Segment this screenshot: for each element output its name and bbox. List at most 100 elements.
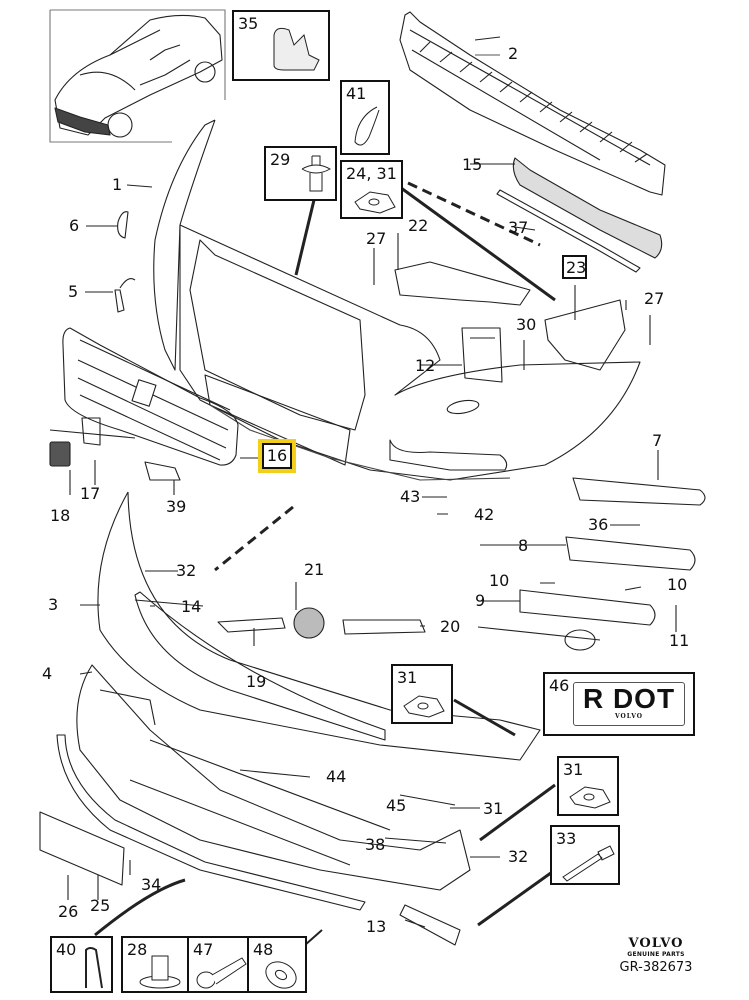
- clip-icon: [273, 27, 320, 71]
- callout-13[interactable]: 13: [366, 917, 387, 936]
- part-14-trim: [134, 591, 386, 741]
- callout-38[interactable]: 38: [365, 835, 386, 854]
- plastic-nut-icon: [139, 955, 181, 989]
- callout-32-upper[interactable]: 32: [176, 561, 197, 580]
- detail-box-24-31-label: 24, 31: [346, 164, 397, 183]
- callout-8[interactable]: 8: [518, 536, 529, 555]
- callout-30[interactable]: 30: [516, 315, 537, 334]
- detail-box-23[interactable]: 23: [562, 255, 587, 279]
- callout-5[interactable]: 5: [68, 282, 79, 301]
- part-21-emblem: [293, 607, 325, 639]
- part-6-washer-cover: [117, 211, 129, 239]
- callout-12[interactable]: 12: [415, 356, 436, 375]
- callout-9[interactable]: 9: [475, 591, 486, 610]
- part-25-plate-holder: [39, 811, 125, 886]
- rdot-sticker: R DOT VOLVO: [573, 682, 685, 726]
- part-2-absorber: [399, 11, 666, 196]
- detail-box-29-label: 29: [270, 150, 291, 169]
- detail-box-28[interactable]: 28: [121, 936, 189, 993]
- callout-4[interactable]: 4: [42, 664, 53, 683]
- detail-box-33-label: 33: [556, 829, 577, 848]
- part-39-clip: [144, 461, 181, 481]
- callout-16-highlighted[interactable]: 16: [258, 439, 296, 473]
- detail-box-40[interactable]: 40: [50, 936, 113, 993]
- callout-18[interactable]: 18: [50, 506, 71, 525]
- detail-box-47[interactable]: 47: [187, 936, 249, 993]
- part-7-side-grille: [572, 477, 706, 506]
- part-5-bracket: [114, 278, 136, 313]
- callout-21[interactable]: 21: [304, 560, 325, 579]
- detail-box-46-rdot-label[interactable]: 46 R DOT VOLVO: [543, 672, 695, 736]
- part-18-emblem: [49, 441, 71, 467]
- staple-clip-icon: [85, 947, 103, 989]
- callout-10-left[interactable]: 10: [489, 571, 510, 590]
- speed-nut-icon: [354, 191, 396, 214]
- callout-39[interactable]: 39: [166, 497, 187, 516]
- cable-tie-icon: [354, 106, 380, 146]
- part-19-trim: [217, 617, 286, 633]
- detail-box-35-label: 35: [238, 14, 259, 33]
- part-9-side-grille: [477, 589, 656, 641]
- part-16-grille: [62, 327, 239, 466]
- detail-box-48-label: 48: [253, 940, 274, 959]
- detail-box-31-mid[interactable]: 31: [391, 664, 453, 724]
- callout-45[interactable]: 45: [386, 796, 407, 815]
- callout-17[interactable]: 17: [80, 484, 101, 503]
- detail-box-24-31[interactable]: 24, 31: [340, 160, 403, 219]
- callout-7[interactable]: 7: [652, 431, 663, 450]
- detail-box-41[interactable]: 41: [340, 80, 390, 155]
- callout-37[interactable]: 37: [508, 218, 529, 237]
- callout-44[interactable]: 44: [326, 767, 347, 786]
- callout-27-right[interactable]: 27: [644, 289, 665, 308]
- detail-box-31-low[interactable]: 31: [557, 756, 619, 816]
- callout-15[interactable]: 15: [462, 155, 483, 174]
- part-22-bracket: [394, 261, 531, 306]
- callout-27-left[interactable]: 27: [366, 229, 387, 248]
- callout-32-lower[interactable]: 32: [508, 847, 529, 866]
- part-13-deflector: [399, 904, 461, 946]
- part-3-spoiler: [97, 491, 541, 761]
- rdot-text: R DOT: [582, 683, 676, 714]
- callout-20[interactable]: 20: [440, 617, 461, 636]
- detail-box-40-label: 40: [56, 940, 77, 959]
- detail-box-41-label: 41: [346, 84, 367, 103]
- detail-box-23-label: 23: [566, 258, 587, 277]
- detail-box-48[interactable]: 48: [247, 936, 307, 993]
- callout-6[interactable]: 6: [69, 216, 80, 235]
- blind-rivet-icon: [562, 845, 615, 882]
- callout-10-right[interactable]: 10: [667, 575, 688, 594]
- callout-1[interactable]: 1: [112, 175, 123, 194]
- detail-box-33[interactable]: 33: [550, 825, 620, 885]
- callout-19[interactable]: 19: [246, 672, 267, 691]
- callout-3[interactable]: 3: [48, 595, 59, 614]
- part-9-fog-ring: [564, 629, 596, 651]
- speed-nut-icon: [569, 786, 611, 809]
- callout-26[interactable]: 26: [58, 902, 79, 921]
- part-1-bumper-cover: [153, 119, 641, 481]
- callout-36[interactable]: 36: [588, 515, 609, 534]
- callout-22[interactable]: 22: [408, 216, 429, 235]
- callout-42[interactable]: 42: [474, 505, 495, 524]
- callout-34[interactable]: 34: [141, 875, 162, 894]
- callout-43[interactable]: 43: [400, 487, 421, 506]
- callout-31-part[interactable]: 31: [483, 799, 504, 818]
- genuine-parts-text: GENUINE PARTS: [627, 951, 685, 958]
- part-23-bracket: [544, 299, 626, 371]
- screw-icon: [196, 957, 247, 989]
- detail-box-31-low-label: 31: [563, 760, 584, 779]
- detail-box-31-mid-label: 31: [397, 668, 418, 687]
- detail-box-35[interactable]: 35: [232, 10, 330, 81]
- car-overview-thumbnail: [49, 9, 226, 143]
- callout-2[interactable]: 2: [508, 44, 519, 63]
- washer-icon: [265, 961, 297, 989]
- detail-box-29[interactable]: 29: [264, 146, 337, 201]
- detail-box-28-label: 28: [127, 940, 148, 959]
- detail-box-46-label: 46: [549, 676, 570, 695]
- rdot-volvo-text: VOLVO: [614, 713, 644, 720]
- callout-25[interactable]: 25: [90, 896, 111, 915]
- volvo-logo: VOLVO: [628, 936, 684, 951]
- detail-box-47-label: 47: [193, 940, 214, 959]
- callout-14[interactable]: 14: [181, 597, 202, 616]
- callout-11[interactable]: 11: [669, 631, 690, 650]
